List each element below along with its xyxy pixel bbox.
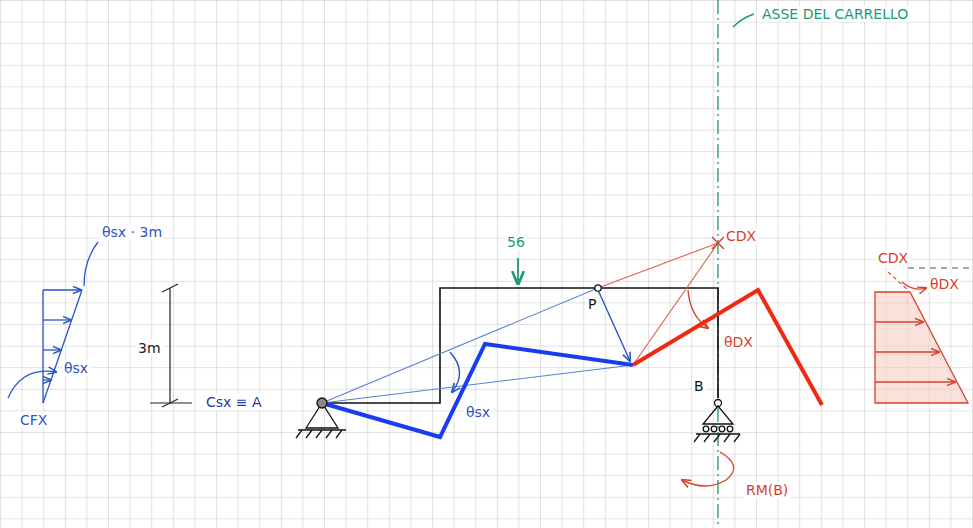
roller-support-part (734, 434, 740, 442)
left-deformed-shape (322, 344, 633, 437)
dimension-line-part (150, 402, 192, 403)
centre-label: CDX (876, 250, 910, 266)
hinge (595, 285, 601, 291)
right-construction-lines-part (712, 237, 724, 249)
centre-label: CDX (724, 228, 758, 244)
roller-support-part (696, 433, 740, 434)
left-velocity-diagram (8, 242, 98, 403)
right-velocity-diagram-part (875, 321, 923, 322)
reaction-moment-arrow (682, 452, 734, 486)
axis-label: ASSE DEL CARRELLO (760, 6, 910, 22)
velocity-label: θsx · 3m (100, 224, 164, 240)
right-deformed-shape (633, 290, 822, 405)
pin-support-part (316, 430, 322, 438)
right-construction-lines-part (633, 243, 718, 365)
dimension-line-part (169, 288, 170, 403)
load-value: 56 (505, 234, 527, 250)
left-velocity-diagram-part (43, 289, 81, 290)
roller-support-part (714, 434, 720, 442)
pin-support (296, 398, 346, 438)
frame-part (322, 288, 718, 403)
right-velocity-diagram-part (875, 381, 955, 382)
dimension-label: 3m (136, 340, 163, 356)
left-construction-lines-part (450, 352, 460, 392)
right-construction-lines-part (712, 237, 724, 249)
right-construction-lines (598, 237, 724, 365)
support-label: B (692, 378, 706, 394)
roller-support-part (719, 426, 725, 432)
right-velocity-diagram-part (875, 351, 939, 352)
right-velocity-diagram (875, 268, 973, 403)
roller-axis (718, 0, 754, 528)
hinge-label: P (586, 296, 598, 312)
centre-label: Csx ≡ A (204, 394, 264, 410)
left-construction-lines (322, 288, 633, 403)
left-velocity-diagram-part (43, 379, 51, 380)
roller-support (694, 400, 740, 443)
left-velocity-diagram-part (8, 371, 56, 398)
centre-label: CFX (18, 412, 49, 428)
left-velocity-diagram-part (84, 242, 98, 286)
roller-support-part (704, 434, 710, 442)
frame (322, 288, 718, 403)
left-velocity-diagram-part (43, 319, 71, 320)
right-velocity-diagram-part (908, 267, 973, 268)
roller-support-part (711, 426, 717, 432)
right-velocity-diagram-part (902, 282, 926, 289)
rotation-label: θDX (722, 334, 755, 350)
left-construction-lines-part (322, 365, 633, 403)
load-arrow (517, 258, 519, 284)
left-velocity-diagram-part (43, 349, 61, 350)
pin-support-part (336, 430, 342, 438)
pin-support-part (296, 430, 302, 438)
pin-support-part (326, 430, 332, 438)
left-velocity-diagram-part (43, 290, 82, 403)
right-velocity-diagram-part (888, 272, 908, 290)
left-velocity-diagram-part (42, 290, 43, 403)
left-construction-lines-part (598, 290, 630, 361)
right-velocity-diagram-part (875, 292, 968, 403)
reaction-label: RM(B) (744, 482, 790, 498)
dimension-line-part (162, 284, 178, 292)
roller-support-part (727, 426, 733, 432)
rotation-label: θsx (62, 360, 90, 376)
roller-support-part (703, 406, 733, 424)
rotation-label: θDX (928, 276, 961, 292)
roller-axis-part (733, 14, 754, 27)
pin-support-part (317, 398, 327, 408)
roller-support-part (703, 426, 709, 432)
rotation-label: θsx (464, 404, 492, 420)
roller-axis-part (717, 0, 718, 528)
roller-support-part (694, 434, 700, 442)
roller-support-part (724, 434, 730, 442)
pin-support-part (306, 430, 312, 438)
right-construction-lines-part (598, 243, 718, 288)
